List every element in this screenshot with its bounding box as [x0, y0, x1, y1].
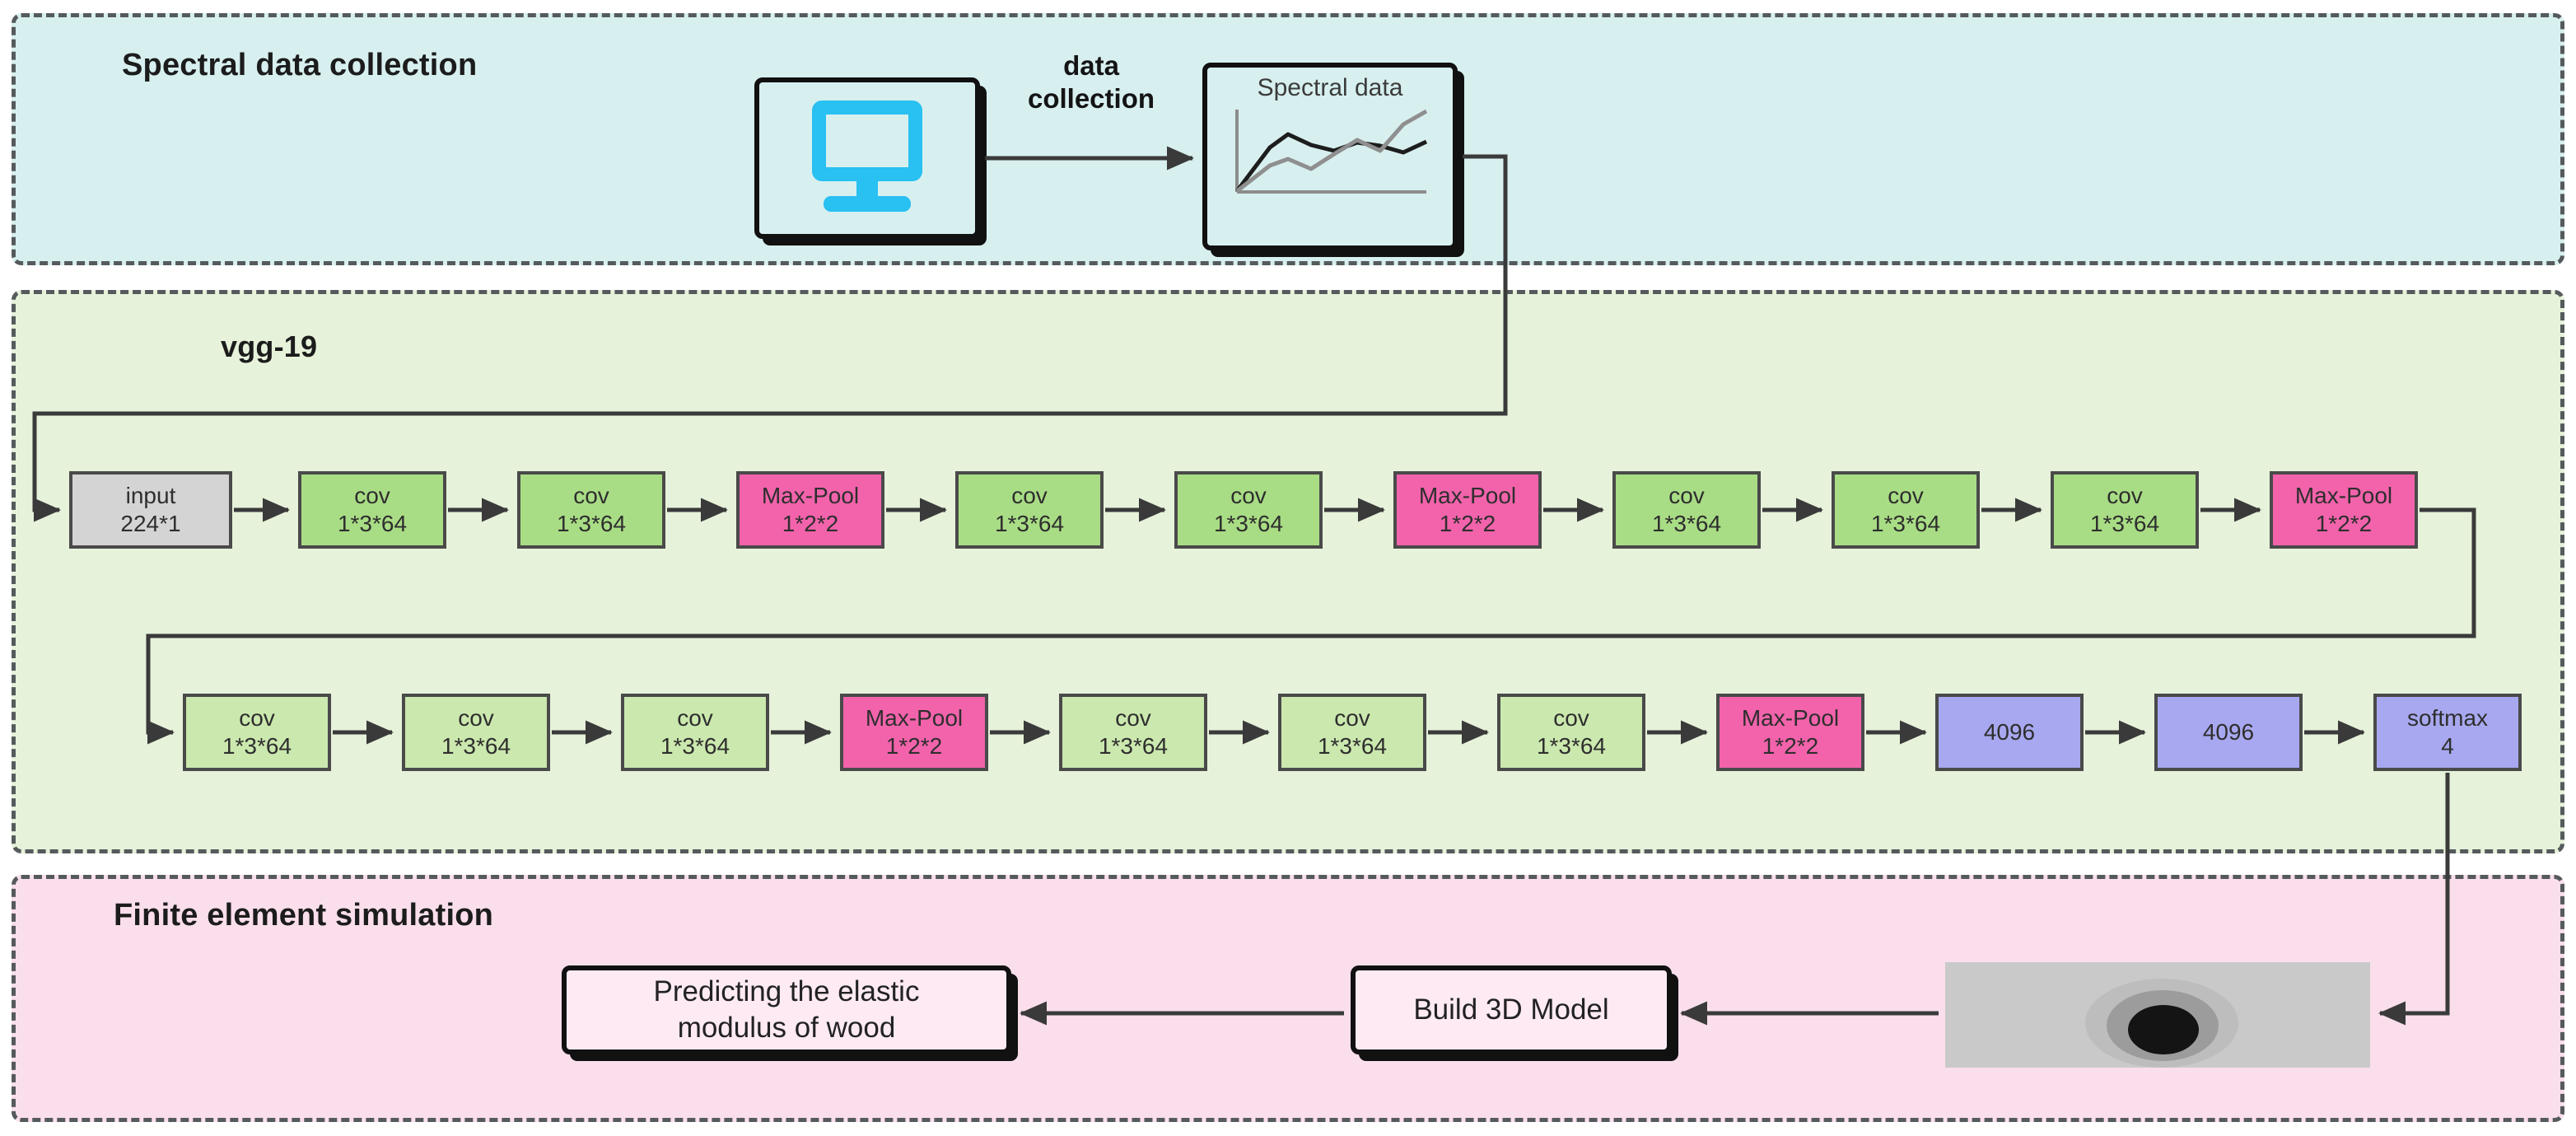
node-line2: 1*3*64 — [1870, 511, 1941, 536]
node-line1: cov — [2107, 482, 2143, 508]
vgg-node-fc-2[interactable]: 4096 — [2154, 694, 2303, 771]
vgg-node-cov-6[interactable]: cov 1*3*64 — [1832, 471, 1980, 549]
build-box-label: Build 3D Model — [1413, 993, 1609, 1026]
vgg-node-cov-1[interactable]: cov 1*3*64 — [298, 471, 446, 549]
vgg-node-cov-8[interactable]: cov 1*3*64 — [183, 694, 331, 771]
node-line1: Max-Pool — [2294, 482, 2393, 508]
vgg-node-cov-7[interactable]: cov 1*3*64 — [2051, 471, 2199, 549]
section-title-fem: Finite element simulation — [114, 898, 494, 933]
node-line2: 1*3*64 — [2089, 511, 2160, 536]
node-line2: 1*3*64 — [660, 733, 730, 759]
node-line1: cov — [354, 482, 390, 508]
monitor-icon — [805, 101, 929, 216]
predict-box-label: Predicting the elastic modulus of wood — [653, 975, 920, 1044]
node-line1: 4096 — [1983, 718, 2036, 745]
spectral-data-card[interactable]: Spectral data — [1202, 63, 1458, 250]
node-line2: 1*3*64 — [1536, 733, 1607, 759]
node-line2: 1*3*64 — [1098, 733, 1169, 759]
node-line1: Max-Pool — [1418, 482, 1517, 508]
vgg-node-maxpool-5[interactable]: Max-Pool 1*2*2 — [1716, 694, 1864, 771]
node-line2: 1*3*64 — [1213, 511, 1284, 536]
node-line2: 1*3*64 — [1651, 511, 1722, 536]
node-line2: 1*2*2 — [1439, 511, 1496, 536]
node-line1: cov — [458, 704, 494, 731]
spectral-data-caption: Spectral data — [1257, 74, 1403, 101]
vgg-node-maxpool-4[interactable]: Max-Pool 1*2*2 — [840, 694, 988, 771]
node-line1: cov — [1553, 704, 1589, 731]
vgg-node-input[interactable]: input 224*1 — [69, 471, 232, 549]
vgg-node-maxpool-2[interactable]: Max-Pool 1*2*2 — [1393, 471, 1542, 549]
node-line1: input — [125, 482, 176, 508]
node-line1: cov — [1334, 704, 1370, 731]
node-line1: softmax — [2406, 704, 2489, 731]
vgg-node-fc-1[interactable]: 4096 — [1935, 694, 2084, 771]
section-title-vgg: vgg-19 — [221, 330, 318, 363]
node-line2: 1*3*64 — [556, 511, 627, 536]
vgg-node-cov-12[interactable]: cov 1*3*64 — [1278, 694, 1426, 771]
vgg-node-cov-3[interactable]: cov 1*3*64 — [955, 471, 1104, 549]
node-line1: cov — [1115, 704, 1151, 731]
wood-specimen-image — [1945, 962, 2370, 1068]
vgg-node-cov-5[interactable]: cov 1*3*64 — [1612, 471, 1761, 549]
node-line2: 1*3*64 — [222, 733, 292, 759]
vgg-node-softmax[interactable]: softmax 4 — [2373, 694, 2522, 771]
vgg-node-cov-4[interactable]: cov 1*3*64 — [1174, 471, 1323, 549]
node-line1: cov — [573, 482, 609, 508]
node-line1: cov — [677, 704, 713, 731]
node-line1: cov — [1668, 482, 1705, 508]
vgg-node-cov-11[interactable]: cov 1*3*64 — [1059, 694, 1207, 771]
node-line2: 1*3*64 — [441, 733, 511, 759]
vgg-node-cov-13[interactable]: cov 1*3*64 — [1497, 694, 1645, 771]
node-line2: 1*3*64 — [337, 511, 408, 536]
node-line2: 1*3*64 — [1317, 733, 1388, 759]
node-line1: cov — [1230, 482, 1267, 508]
node-line2: 224*1 — [120, 511, 181, 536]
node-line2: 1*2*2 — [2315, 511, 2373, 536]
node-line1: cov — [1011, 482, 1048, 508]
vgg-node-cov-9[interactable]: cov 1*3*64 — [402, 694, 550, 771]
predict-elastic-modulus-box[interactable]: Predicting the elastic modulus of wood — [562, 965, 1011, 1054]
section-title-spectral: Spectral data collection — [122, 48, 478, 82]
node-line2: 1*2*2 — [1762, 733, 1819, 759]
monitor-card[interactable] — [754, 77, 980, 239]
node-line1: cov — [239, 704, 275, 731]
node-line2: 4 — [2441, 733, 2454, 759]
node-line2: 1*2*2 — [782, 511, 839, 536]
vgg-node-cov-10[interactable]: cov 1*3*64 — [621, 694, 769, 771]
node-line1: Max-Pool — [761, 482, 860, 508]
vgg-node-maxpool-3[interactable]: Max-Pool 1*2*2 — [2270, 471, 2418, 549]
node-line1: 4096 — [2202, 718, 2255, 745]
node-line2: 1*3*64 — [994, 511, 1065, 536]
node-line2: 1*2*2 — [885, 733, 943, 759]
vgg-node-maxpool-1[interactable]: Max-Pool 1*2*2 — [736, 471, 884, 549]
node-line1: Max-Pool — [865, 704, 964, 731]
data-collection-label: data collection — [1027, 50, 1155, 114]
node-line1: cov — [1888, 482, 1924, 508]
vgg-node-cov-2[interactable]: cov 1*3*64 — [517, 471, 665, 549]
build-3d-model-box[interactable]: Build 3D Model — [1351, 965, 1672, 1054]
node-line1: Max-Pool — [1741, 704, 1840, 731]
spectral-mini-chart — [1235, 109, 1428, 194]
